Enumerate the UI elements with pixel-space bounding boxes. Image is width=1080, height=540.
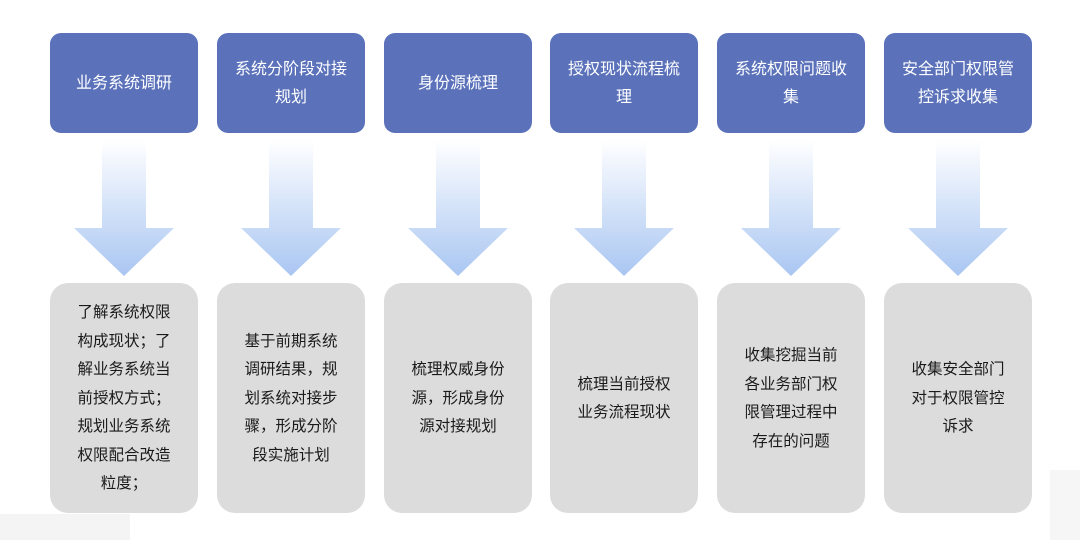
step-detail: 基于前期系统调研结果，规划系统对接步骤，形成分阶段实施计划 <box>244 331 338 464</box>
background-decoration <box>0 514 130 540</box>
step-title-box: 业务系统调研 <box>50 33 198 133</box>
step-detail-box: 收集安全部门对于权限管控诉求 <box>884 283 1032 513</box>
down-arrow-icon <box>741 140 841 276</box>
step-title-box: 安全部门权限管控诉求收集 <box>884 33 1032 133</box>
step-detail-box: 梳理权威身份源，形成身份源对接规划 <box>384 283 532 513</box>
step-detail: 收集挖掘当前各业务部门权限管理过程中存在的问题 <box>744 346 838 450</box>
step-title-box: 系统分阶段对接规划 <box>217 33 365 133</box>
step-detail-box: 收集挖掘当前各业务部门权限管理过程中存在的问题 <box>717 283 865 513</box>
step-detail: 了解系统权限构成现状；了解业务系统当前授权方式；规划业务系统权限配合改造粒度； <box>77 303 171 493</box>
step-column-6: 安全部门权限管控诉求收集 收集安全部门对于权限管控诉求 <box>884 0 1032 540</box>
step-title: 系统分阶段对接规划 <box>234 59 347 106</box>
step-title: 身份源梳理 <box>417 73 498 92</box>
step-column-4: 授权现状流程梳理 梳理当前授权业务流程现状 <box>550 0 698 540</box>
step-detail: 收集安全部门对于权限管控诉求 <box>911 360 1005 436</box>
step-detail-box: 基于前期系统调研结果，规划系统对接步骤，形成分阶段实施计划 <box>217 283 365 513</box>
step-detail: 梳理权威身份源，形成身份源对接规划 <box>411 360 505 436</box>
down-arrow-icon <box>908 140 1008 276</box>
down-arrow-icon <box>241 140 341 276</box>
step-title-box: 系统权限问题收集 <box>717 33 865 133</box>
step-title: 系统权限问题收集 <box>734 59 847 106</box>
step-detail: 梳理当前授权业务流程现状 <box>577 374 671 422</box>
step-detail-box: 了解系统权限构成现状；了解业务系统当前授权方式；规划业务系统权限配合改造粒度； <box>50 283 198 513</box>
step-title: 授权现状流程梳理 <box>567 59 680 106</box>
step-title-box: 授权现状流程梳理 <box>550 33 698 133</box>
step-title: 安全部门权限管控诉求收集 <box>901 59 1014 106</box>
step-title-box: 身份源梳理 <box>384 33 532 133</box>
step-title: 业务系统调研 <box>75 73 172 92</box>
down-arrow-icon <box>74 140 174 276</box>
down-arrow-icon <box>574 140 674 276</box>
down-arrow-icon <box>408 140 508 276</box>
step-detail-box: 梳理当前授权业务流程现状 <box>550 283 698 513</box>
step-column-3: 身份源梳理 梳理权威身份源，形成身份源对接规划 <box>384 0 532 540</box>
step-column-1: 业务系统调研 了解系统权限构成现状；了解业务系统当前授权方式；规划业务系统权限配… <box>50 0 198 540</box>
background-decoration <box>1050 470 1080 540</box>
step-column-2: 系统分阶段对接规划 基于前期系统调研结果，规划系统对接步骤，形成分阶段实施计划 <box>217 0 365 540</box>
step-column-5: 系统权限问题收集 收集挖掘当前各业务部门权限管理过程中存在的问题 <box>717 0 865 540</box>
